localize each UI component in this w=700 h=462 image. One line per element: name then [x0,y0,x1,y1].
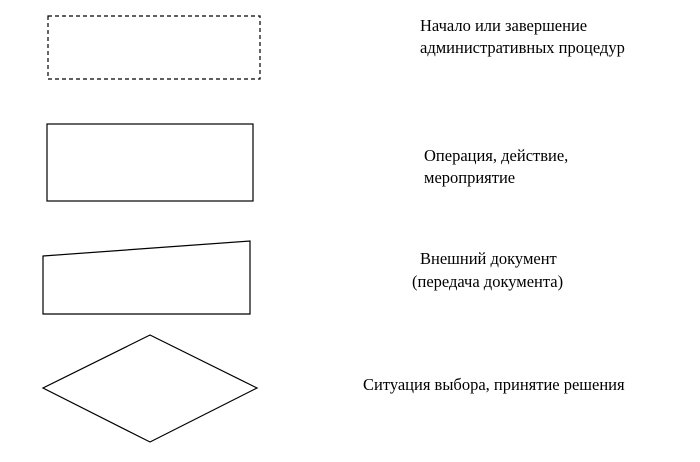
decision-label: Ситуация выбора, принятие решения [363,375,625,394]
terminator-label: Начало или завершение административных п… [420,16,625,57]
dashed-rectangle-shape [47,15,261,80]
legend-item-terminator: Начало или завершение административных п… [47,15,625,80]
process-rectangle-shape [46,123,254,202]
legend-item-external-document: Внешний документ (передача документа) [42,240,563,315]
terminator-label-line-2: административных процедур [420,38,625,57]
decision-label-line-1: Ситуация выбора, принятие решения [363,375,625,394]
process-label-line-1: Операция, действие, [424,146,568,165]
external-document-label: Внешний документ (передача документа) [412,249,563,291]
decision-diamond-shape [41,334,259,443]
external-document-label-line-1: Внешний документ [420,249,557,268]
external-document-label-line-2: (передача документа) [412,272,563,291]
process-label: Операция, действие, мероприятие [424,146,572,187]
legend-item-process: Операция, действие, мероприятие [46,123,572,202]
legend-item-decision: Ситуация выбора, принятие решения [41,334,625,443]
terminator-label-line-1: Начало или завершение [420,16,587,35]
external-document-shape [42,240,251,315]
process-label-line-2: мероприятие [424,168,515,187]
